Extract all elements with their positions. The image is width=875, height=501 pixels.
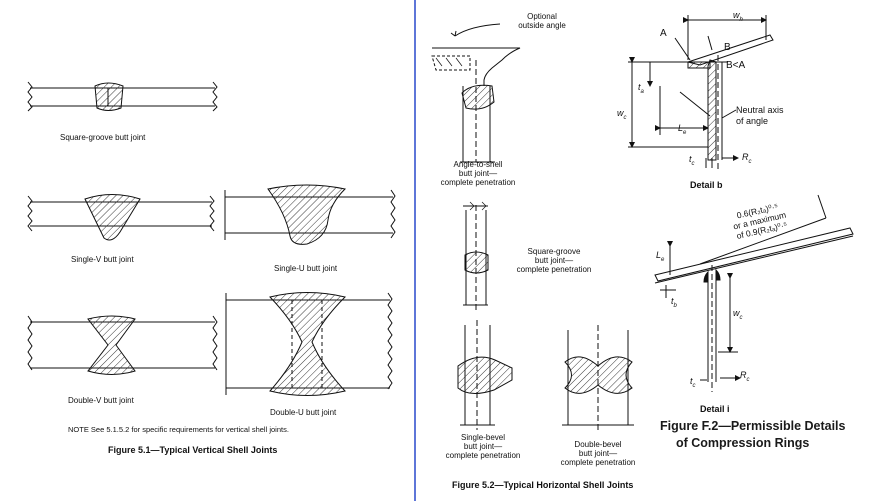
double-v-joint <box>27 315 218 375</box>
double-v-label: Double-V butt joint <box>68 396 134 405</box>
double-u-label: Double-U butt joint <box>270 408 337 417</box>
single-bevel-joint <box>457 320 513 430</box>
b-symbol: B <box>724 42 731 53</box>
double-u-joint <box>225 292 393 396</box>
b-less-a-symbol: B<A <box>726 60 746 71</box>
wc-symbol-i: wc <box>733 308 743 321</box>
detail-i-caption: Detail i <box>700 404 730 414</box>
square-groove-horizontal-joint <box>463 201 489 310</box>
single-v-label: Single-V butt joint <box>71 255 134 264</box>
wc-symbol-b: wc <box>617 108 627 121</box>
fig51-note: NOTE See 5.1.5.2 for specific requiremen… <box>68 425 289 434</box>
rc-symbol-b: Rc <box>742 152 752 165</box>
square-groove-label: Square-groove butt joint <box>60 133 146 142</box>
detail-b-caption: Detail b <box>690 180 723 190</box>
ta-symbol: ta <box>638 82 644 95</box>
fig52-caption: Figure 5.2—Typical Horizontal Shell Join… <box>452 480 634 490</box>
single-v-joint <box>27 194 215 241</box>
fig51-caption: Figure 5.1—Typical Vertical Shell Joints <box>108 445 278 455</box>
rc-symbol-i: Rc <box>740 370 750 383</box>
a-symbol: A <box>660 28 667 39</box>
square-groove-joint <box>27 81 218 112</box>
le-symbol-i: Le <box>656 250 665 263</box>
le-symbol-b: Le <box>678 123 687 136</box>
tb-symbol: tb <box>671 296 677 309</box>
detail-b-drawing <box>628 15 774 170</box>
double-bevel-joint <box>562 325 634 430</box>
tc-symbol-i: tc <box>690 376 696 389</box>
wh-symbol: wh <box>733 10 743 23</box>
fig-f2-title-line2: of Compression Rings <box>676 436 810 450</box>
angle-to-shell-joint <box>431 23 521 163</box>
tc-symbol-b: tc <box>689 154 695 167</box>
single-u-label: Single-U butt joint <box>274 264 338 273</box>
fig-f2-title-line1: Figure F.2—Permissible Details <box>660 419 846 433</box>
detail-i-drawing <box>654 194 854 392</box>
single-u-joint <box>224 184 396 245</box>
